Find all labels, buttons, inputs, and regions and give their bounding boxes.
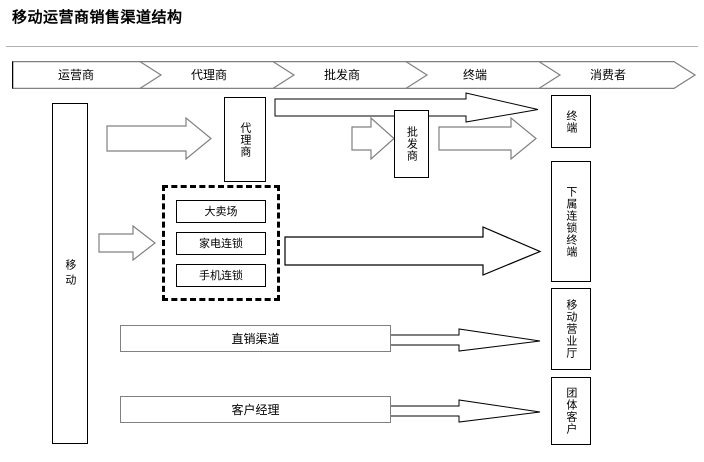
node-wholesaler[interactable]: 批发商 [394,110,429,178]
arrow-retail-group-to-chain-terminal [284,226,542,276]
node-operator-label: 移动 [63,258,77,289]
arrow-direct-channel-to-mobile-hall [389,328,541,352]
retail-channel-group [162,185,280,301]
page-title: 移动运营商销售渠道结构 [12,8,183,26]
node-terminal-label: 终端 [564,109,578,134]
channel-bar-account-manager-label: 客户经理 [231,403,280,417]
retail-item-appliance-chain[interactable]: 家电连锁 [176,232,266,255]
node-mobile-hall[interactable]: 移动营业厅 [551,288,591,370]
channel-bar-account-manager[interactable]: 客户经理 [120,396,391,423]
chevron-stage-1[interactable]: 运营商 [57,68,94,82]
arrow-account-manager-to-group-customer [389,399,541,423]
retail-item-hypermarket[interactable]: 大卖场 [176,200,266,223]
arrow-agent-to-wholesaler [351,116,395,161]
chevron-stage-3[interactable]: 批发商 [323,68,360,82]
node-wholesaler-label: 批发商 [405,126,419,162]
chevron-stage-4[interactable]: 终端 [462,68,487,82]
arrow-operator-to-retail-group [98,224,156,262]
node-mobile-hall-label: 移动营业厅 [564,299,578,359]
node-chain-terminal[interactable]: 下属连锁终端 [551,161,591,282]
node-chain-terminal-label: 下属连锁终端 [564,185,578,258]
node-operator[interactable]: 移动 [52,103,88,444]
title-divider [6,46,698,47]
node-agent[interactable]: 代理商 [224,97,266,182]
arrow-operator-to-agent [106,116,212,161]
chevron-stage-2[interactable]: 代理商 [190,68,227,82]
channel-stage-chevron-bar [12,61,696,89]
retail-item-hypermarket-label: 大卖场 [204,204,238,218]
retail-item-phone-chain[interactable]: 手机连锁 [176,264,266,287]
channel-bar-direct-sales[interactable]: 直销渠道 [120,325,391,352]
node-group-customer[interactable]: 团体客户 [551,377,591,445]
channel-bar-direct-sales-label: 直销渠道 [231,332,280,346]
retail-item-appliance-chain-label: 家电连锁 [199,236,243,250]
node-agent-label: 代理商 [238,121,252,158]
chevron-stage-5[interactable]: 消费者 [589,68,626,82]
node-group-customer-label: 团体客户 [564,387,578,435]
arrow-wholesaler-to-terminal [438,116,537,161]
retail-item-phone-chain-label: 手机连锁 [199,268,243,282]
node-terminal[interactable]: 终端 [551,95,591,148]
